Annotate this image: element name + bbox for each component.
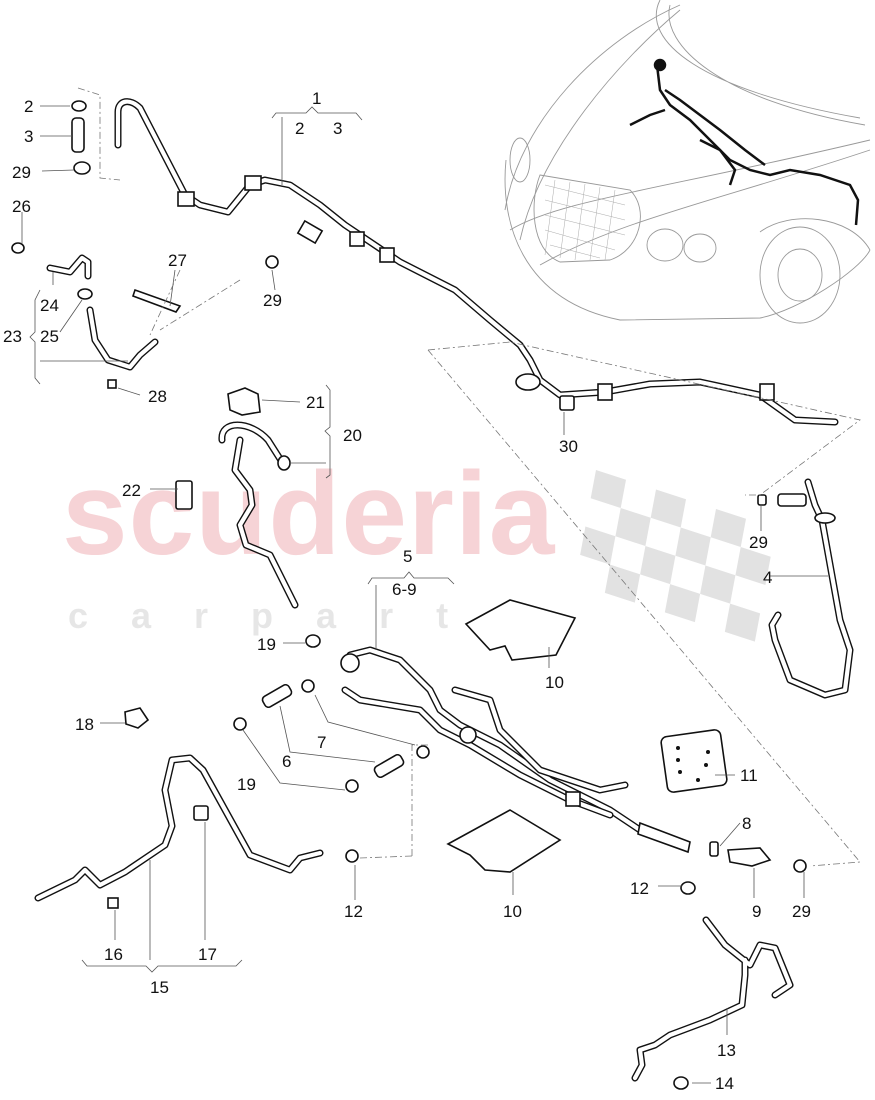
callout-4: 4 (763, 568, 773, 587)
callout-29-upper-left: 29 (12, 163, 31, 182)
parts-2-3-29-clamp-hose (71, 87, 121, 181)
part-10-cover-plate-lower (446, 809, 562, 873)
callout-2: 2 (24, 97, 34, 116)
callout-28: 28 (148, 387, 167, 406)
callout-11: 11 (740, 766, 758, 785)
callout-8: 8 (742, 814, 752, 833)
callout-12-left: 12 (344, 902, 363, 921)
part-10-cover-plate-upper (464, 599, 577, 661)
parts-8-9-12-29-right (345, 841, 807, 895)
callout-29-center: 29 (263, 291, 282, 310)
callout-21: 21 (306, 393, 325, 412)
callout-6: 6 (282, 752, 292, 771)
callout-19-lower: 19 (237, 775, 256, 794)
pipe-clip-icon (177, 191, 195, 207)
callout-18: 18 (75, 715, 94, 734)
part-11-pad (660, 729, 728, 793)
callout-17: 17 (198, 945, 217, 964)
callout-13: 13 (717, 1041, 736, 1060)
part-13-pipe (631, 916, 794, 1090)
part-1-pipe (114, 98, 839, 426)
car-outline-illustration (504, 0, 871, 324)
callout-1-sub-3: 3 (333, 119, 343, 138)
callout-25: 25 (40, 327, 59, 346)
part-23-hose-assembly (11, 242, 182, 389)
part-29-clamp-center (265, 255, 279, 269)
part-4-hose-assembly (757, 478, 854, 699)
callout-10-lower: 10 (503, 902, 522, 921)
part-30-plug (559, 395, 575, 411)
callout-1: 1 (312, 89, 322, 108)
callout-9: 9 (752, 902, 762, 921)
callout-29-lower-right: 29 (792, 902, 811, 921)
part-15-pipe (34, 707, 324, 909)
callout-26: 26 (12, 197, 31, 216)
callout-10-upper: 10 (545, 673, 564, 692)
callout-19-upper: 19 (257, 635, 276, 654)
leader-lines (21, 105, 828, 1084)
callout-15: 15 (150, 978, 169, 997)
callout-27: 27 (168, 251, 187, 270)
callout-5-sub-6-9: 6-9 (392, 580, 417, 599)
callout-24: 24 (40, 296, 59, 315)
callout-14: 14 (715, 1074, 734, 1093)
callout-20: 20 (343, 426, 362, 445)
callout-7: 7 (317, 733, 327, 752)
engine-harness-illustration (629, 58, 860, 226)
callout-29-right: 29 (749, 533, 768, 552)
checkered-flag-watermark (580, 470, 771, 642)
watermark-sub: carparts (68, 595, 555, 636)
callout-23: 23 (3, 327, 22, 346)
dash-dot-guide-lines (149, 269, 861, 867)
part-5-hose-assembly (340, 646, 691, 854)
callout-1-sub-2: 2 (295, 119, 305, 138)
watermark-brand: scuderia (62, 448, 556, 580)
callout-12-right: 12 (630, 879, 649, 898)
callout-16: 16 (104, 945, 123, 964)
callout-22: 22 (122, 481, 141, 500)
callout-3: 3 (24, 127, 34, 146)
callout-5: 5 (403, 547, 413, 566)
callout-30: 30 (559, 437, 578, 456)
part-20-hose-assembly (175, 387, 299, 609)
parts-6-7-19-couplers (233, 634, 430, 793)
